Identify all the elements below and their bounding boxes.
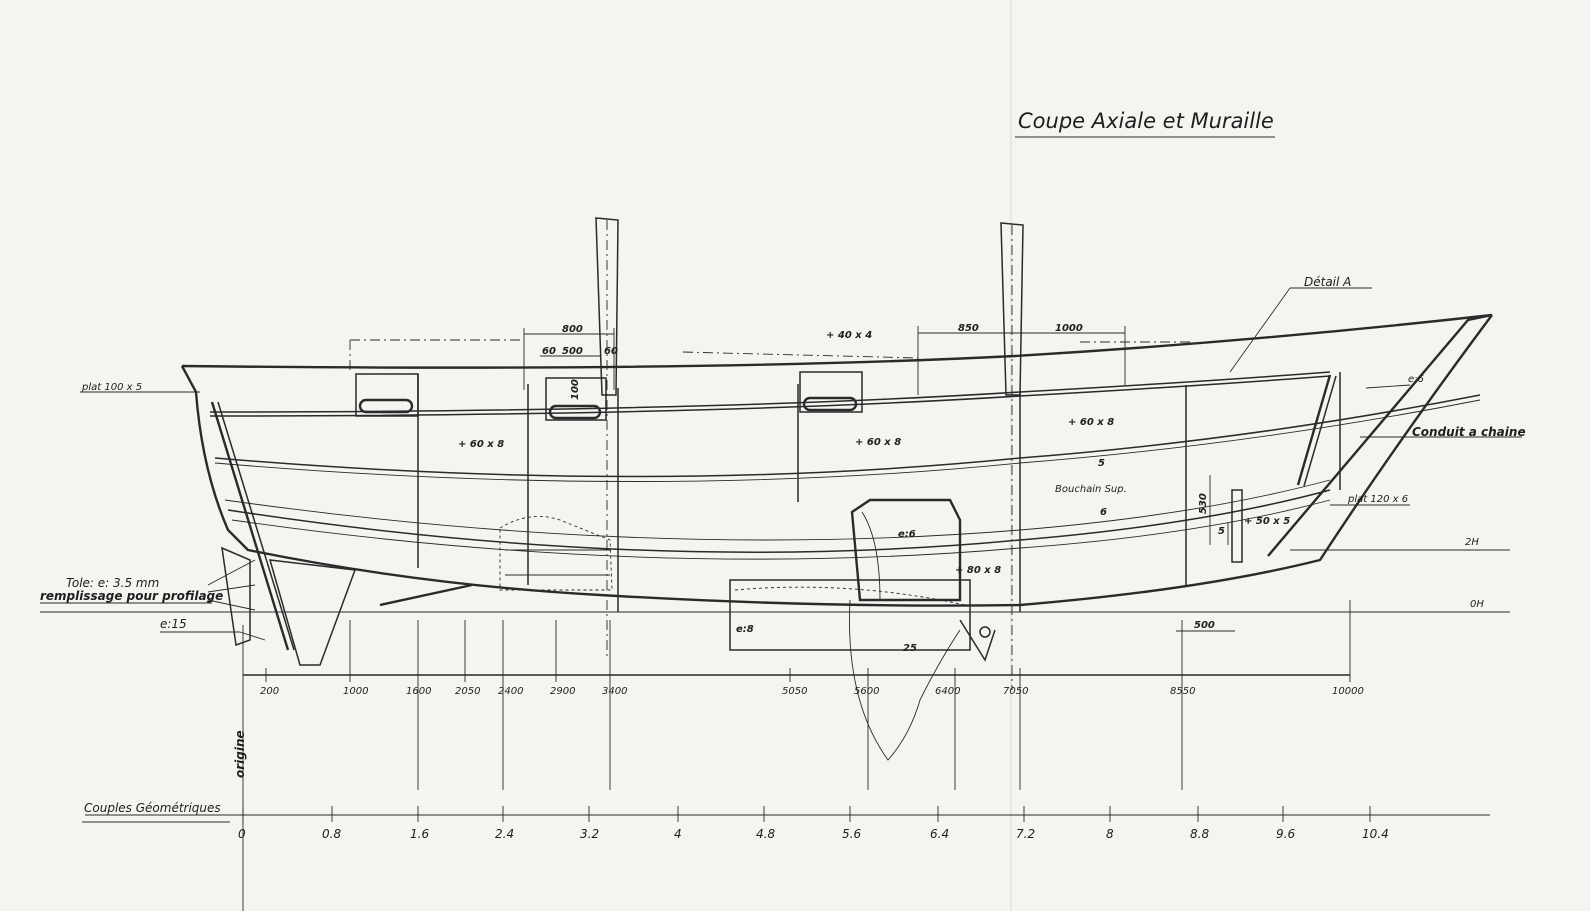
dim-500-b: 500 [1194, 620, 1215, 631]
station-7050: 7050 [1003, 686, 1028, 697]
plat-right-label: plat 120 x 6 [1347, 494, 1408, 505]
station-1600: 1600 [406, 686, 431, 697]
profile-40x4: + 40 x 4 [826, 330, 872, 341]
drawing-title: Coupe Axiale et Muraille [1018, 109, 1274, 133]
dim-500: 500 [562, 346, 583, 357]
dim-530: 530 [1198, 493, 1209, 514]
frame-10-4: 10.4 [1362, 827, 1389, 841]
frame-4-8: 4.8 [756, 827, 775, 841]
deck-strips [181, 365, 1331, 417]
frame-8: 8 [1106, 827, 1114, 841]
frame-1-6: 1.6 [410, 827, 429, 841]
e6-keel-label: e:6 [898, 529, 916, 540]
e6-top-label: e:6 [1408, 374, 1424, 385]
bow-members [1231, 374, 1337, 563]
profile-60x8-c: + 60 x 8 [1068, 417, 1114, 428]
plat-left-label: plat 100 x 5 [81, 382, 142, 393]
waterline-2h-label: 2H [1465, 537, 1479, 548]
station-2050: 2050 [455, 686, 480, 697]
frame-8-8: 8.8 [1190, 827, 1209, 841]
profile-60x8-b: + 60 x 8 [855, 437, 901, 448]
hull-outline [180, 313, 1493, 607]
stern-strut [210, 401, 295, 651]
station-10000: 10000 [1332, 686, 1364, 697]
station-8550: 8550 [1170, 686, 1195, 697]
station-200: 200 [260, 686, 279, 697]
waterlines [40, 549, 1510, 613]
detail-a-label: Détail A [1304, 275, 1351, 289]
dimension-lines [40, 287, 1522, 823]
frame-2-4: 2.4 [495, 827, 514, 841]
bouchain-label: Bouchain Sup. [1055, 484, 1127, 495]
profile-80x8: + 80 x 8 [955, 565, 1001, 576]
geometric-ticks [242, 806, 1371, 822]
profile-60x8-a: + 60 x 8 [458, 439, 504, 450]
frame-3-2: 3.2 [580, 827, 599, 841]
frame-7-2: 7.2 [1016, 827, 1035, 841]
frame-0: 0 [238, 827, 246, 841]
rudder-skeg [221, 546, 357, 666]
mast-aft [595, 217, 619, 660]
frame-4: 4 [674, 827, 682, 841]
stringer-number-5: 5 [1098, 458, 1105, 469]
dim-60-a: 60 [542, 346, 556, 357]
stringer-number-6: 6 [1100, 507, 1107, 518]
station-2400: 2400 [498, 686, 523, 697]
station-1000: 1000 [343, 686, 368, 697]
origine-label: origine [233, 730, 247, 778]
frame-5-6: 5.6 [842, 827, 861, 841]
e6-leader [1365, 384, 1411, 389]
dim-1000: 1000 [1055, 323, 1083, 334]
frame-0-8: 0.8 [322, 827, 341, 841]
label-25: 25 [903, 643, 917, 654]
station-6400: 6400 [935, 686, 960, 697]
dim-5: 5 [1218, 526, 1225, 537]
tole-label: Tole: e: 3.5 mm [66, 576, 159, 590]
frame-6-4: 6.4 [930, 827, 949, 841]
conduit-label: Conduit a chaine [1412, 425, 1526, 439]
station-ticks [265, 600, 1351, 790]
waterline-0h-label: 0H [1470, 599, 1484, 610]
e8-label: e:8 [736, 624, 754, 635]
centerboard-case [729, 498, 996, 761]
station-5050: 5050 [782, 686, 807, 697]
remplissage-label: remplissage pour profilage [40, 589, 223, 603]
station-2900: 2900 [550, 686, 575, 697]
engine-area [379, 515, 613, 607]
dim-800: 800 [562, 324, 583, 335]
station-3400: 3400 [602, 686, 627, 697]
dim-60-b: 60 [604, 346, 618, 357]
e15-label: e:15 [160, 617, 187, 631]
station-5600: 5600 [854, 686, 879, 697]
dim-850: 850 [958, 323, 979, 334]
frame-9-6: 9.6 [1276, 827, 1295, 841]
couples-label: Couples Géométriques [84, 801, 221, 815]
dim-100: 100 [570, 379, 581, 400]
profile-50x5: + 50 x 5 [1244, 516, 1290, 527]
stringers [214, 394, 1481, 560]
deck-hatches [355, 371, 863, 421]
